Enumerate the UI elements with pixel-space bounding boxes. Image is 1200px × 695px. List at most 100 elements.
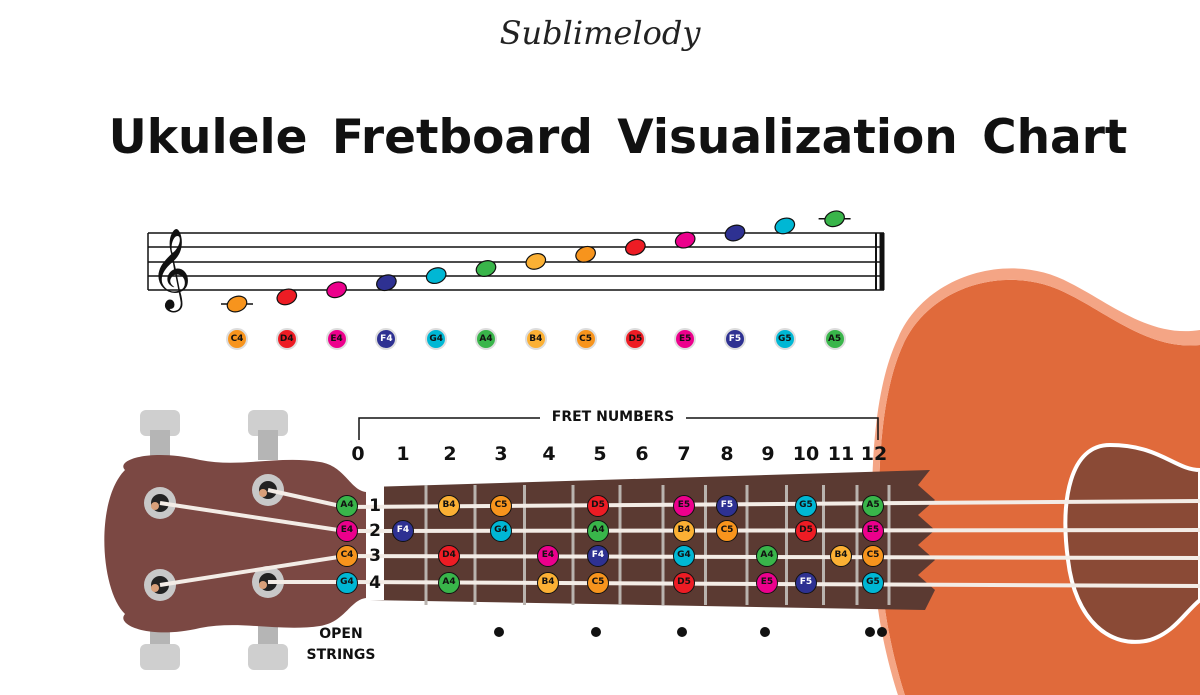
staff-note-label: G5 xyxy=(773,328,796,350)
staff-note-head xyxy=(376,274,397,292)
fret-note: A5 xyxy=(862,495,884,517)
fret-note: E5 xyxy=(756,572,778,594)
fret-number: 9 xyxy=(761,443,775,465)
open-strings-caption: OPEN STRINGS xyxy=(306,626,376,663)
staff-note-label: A4 xyxy=(475,328,497,350)
fret-wire xyxy=(571,485,575,605)
fret-note: D5 xyxy=(795,520,817,542)
staff-note-head xyxy=(824,210,845,228)
fret-wire xyxy=(523,485,526,605)
fret-note: E5 xyxy=(862,520,884,542)
fret-note: F5 xyxy=(795,572,817,594)
fret-wire xyxy=(887,485,891,605)
string-number: 1 xyxy=(369,496,381,516)
fret-number: 6 xyxy=(635,443,649,465)
fret-number: 10 xyxy=(792,443,820,465)
fret-note: G5 xyxy=(795,495,817,517)
staff-note-label: D5 xyxy=(624,328,647,350)
fret-number: 12 xyxy=(860,443,888,465)
fret-note: F4 xyxy=(587,545,609,567)
staff-note-label: E5 xyxy=(674,328,697,350)
string-number: 2 xyxy=(369,521,381,541)
fret-note: G5 xyxy=(862,572,884,594)
fret-number: 5 xyxy=(593,443,607,465)
fret-note: D5 xyxy=(673,572,695,594)
fret-number: 0 xyxy=(351,443,365,465)
fret-note: C5 xyxy=(862,545,884,567)
fret-note: E4 xyxy=(336,520,358,542)
music-staff xyxy=(147,232,885,291)
headstock xyxy=(104,454,366,633)
fret-number: 2 xyxy=(443,443,457,465)
fret-note: A4 xyxy=(756,545,778,567)
fret-note: G4 xyxy=(673,545,695,567)
fret-wire xyxy=(618,485,622,605)
fret-wire xyxy=(473,485,477,605)
staff-note-label: F4 xyxy=(375,328,398,350)
string-number: 3 xyxy=(369,546,381,566)
position-marker-dot xyxy=(677,627,687,637)
staff-note-head xyxy=(425,267,447,285)
staff-note-label: D4 xyxy=(275,328,298,350)
staff-note-head xyxy=(475,260,497,277)
position-markers xyxy=(494,627,887,637)
staff-note-label: F5 xyxy=(724,328,746,350)
fret-wire xyxy=(855,485,859,605)
fret-note: B4 xyxy=(673,520,695,542)
fret-note: C5 xyxy=(490,495,512,517)
staff-note-head xyxy=(674,231,696,249)
staff-note-label: B4 xyxy=(524,328,547,350)
fret-note: C5 xyxy=(587,572,609,594)
frets xyxy=(424,485,891,605)
staff-note-head xyxy=(625,238,646,256)
fret-note: F4 xyxy=(392,520,414,542)
fret-number: 3 xyxy=(494,443,508,465)
fret-note: E4 xyxy=(537,545,559,567)
fret-note: A4 xyxy=(587,520,609,542)
fret-number: 11 xyxy=(827,443,855,465)
staff-note-head xyxy=(575,245,596,263)
staff-note-head xyxy=(724,224,746,242)
soundhole xyxy=(1063,442,1200,644)
fret-wire xyxy=(745,485,749,605)
nut xyxy=(366,486,384,600)
staff-note-label: G4 xyxy=(425,328,448,350)
tuning-keys xyxy=(140,410,288,670)
brand-logo: Sublimelody xyxy=(499,14,701,52)
fret-note: G4 xyxy=(490,520,512,542)
fret-note: B4 xyxy=(438,495,460,517)
fret-note: C5 xyxy=(716,520,738,542)
staff-note-label: C4 xyxy=(226,328,248,350)
fret-wire xyxy=(424,485,428,605)
string-number: 4 xyxy=(369,573,381,593)
fret-wire xyxy=(661,485,665,605)
fret-number: 1 xyxy=(396,443,410,465)
staff-note-label: C5 xyxy=(574,328,597,350)
fret-note: G4 xyxy=(336,572,358,594)
staff-note-label: A5 xyxy=(823,328,846,350)
staff-note-head xyxy=(525,252,547,270)
staff-note-head xyxy=(774,217,796,235)
position-marker-dot xyxy=(877,627,887,637)
fret-wire xyxy=(822,485,825,605)
fret-note: D4 xyxy=(438,545,460,567)
staff-notes xyxy=(221,210,851,313)
staff-note-head xyxy=(226,295,248,313)
staff-note-head xyxy=(326,281,347,299)
fret-note: A4 xyxy=(336,495,358,517)
treble-clef-icon: 𝄞 xyxy=(150,227,191,312)
fret-note: E5 xyxy=(673,495,695,517)
fret-number: 4 xyxy=(542,443,556,465)
fret-note: C4 xyxy=(336,545,358,567)
fret-wire xyxy=(785,485,788,605)
fret-note: A4 xyxy=(438,572,460,594)
fret-number: 8 xyxy=(720,443,734,465)
position-marker-dot xyxy=(494,627,504,637)
fret-wire xyxy=(704,485,707,605)
page-title: Ukulele Fretboard Visualization Chart xyxy=(108,110,1128,165)
staff-note-head xyxy=(276,288,298,306)
fret-number: 7 xyxy=(677,443,691,465)
fret-numbers-caption: FRET NUMBERS xyxy=(540,409,686,425)
fret-note: B4 xyxy=(537,572,559,594)
